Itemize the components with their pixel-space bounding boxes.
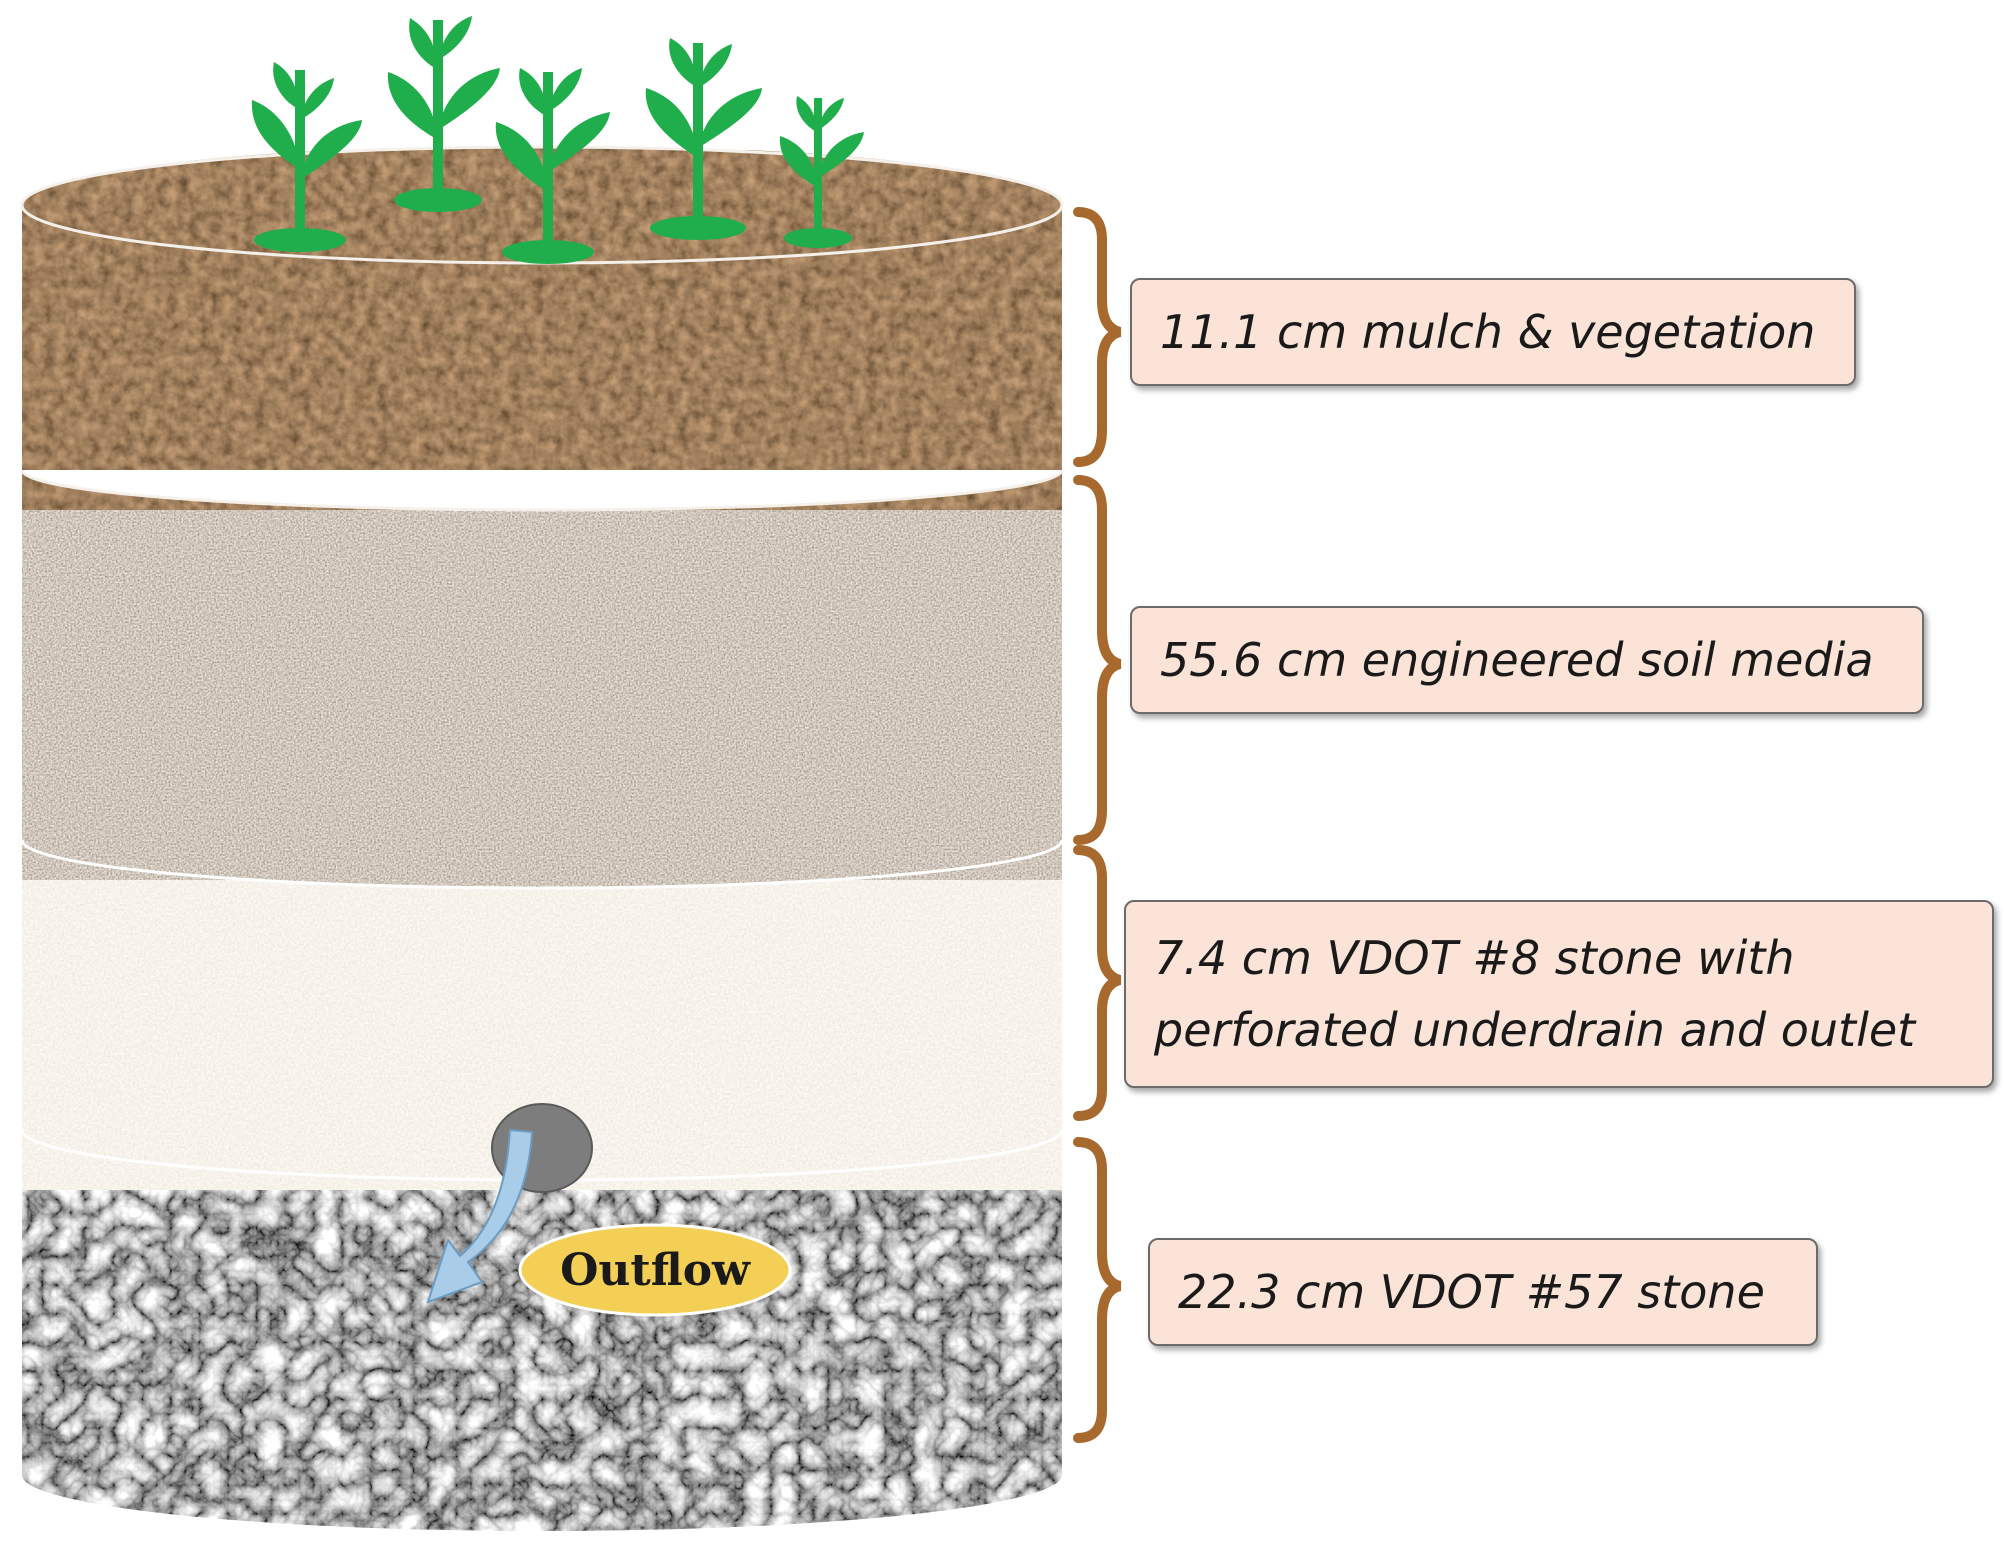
plant-icon xyxy=(387,16,500,212)
label-stone57-text: 22.3 cm VDOT #57 stone xyxy=(1178,1265,1765,1319)
label-soil: 55.6 cm engineered soil media xyxy=(1130,606,1924,714)
plant-icon xyxy=(779,96,864,248)
label-stone8-line1: 7.4 cm VDOT #8 stone with xyxy=(1154,931,1795,985)
soil-layer xyxy=(22,470,1062,888)
label-stone8-line2: perforated underdrain and outlet xyxy=(1154,1003,1916,1057)
label-mulch: 11.1 cm mulch & vegetation xyxy=(1130,278,1856,386)
stone8-layer xyxy=(22,840,1062,1180)
label-stone8: 7.4 cm VDOT #8 stone with perforated und… xyxy=(1124,900,1994,1088)
stone57-layer xyxy=(22,1130,1062,1531)
outflow-label: Outflow xyxy=(560,1245,751,1296)
label-soil-text: 55.6 cm engineered soil media xyxy=(1160,633,1874,687)
brace-stone57 xyxy=(1073,1137,1122,1443)
boundary-line xyxy=(20,839,1064,890)
plant-icon xyxy=(645,38,762,240)
outflow-arrow xyxy=(426,1128,534,1304)
outflow-badge xyxy=(518,1223,792,1317)
brace-mulch xyxy=(1073,207,1122,467)
plant-icon xyxy=(251,62,362,252)
plant-icon xyxy=(495,68,610,264)
label-mulch-text: 11.1 cm mulch & vegetation xyxy=(1160,305,1816,359)
brace-soil xyxy=(1073,475,1122,845)
label-stone57: 22.3 cm VDOT #57 stone xyxy=(1148,1238,1818,1346)
brace-stone8 xyxy=(1073,845,1122,1121)
boundary-line xyxy=(20,469,1064,512)
